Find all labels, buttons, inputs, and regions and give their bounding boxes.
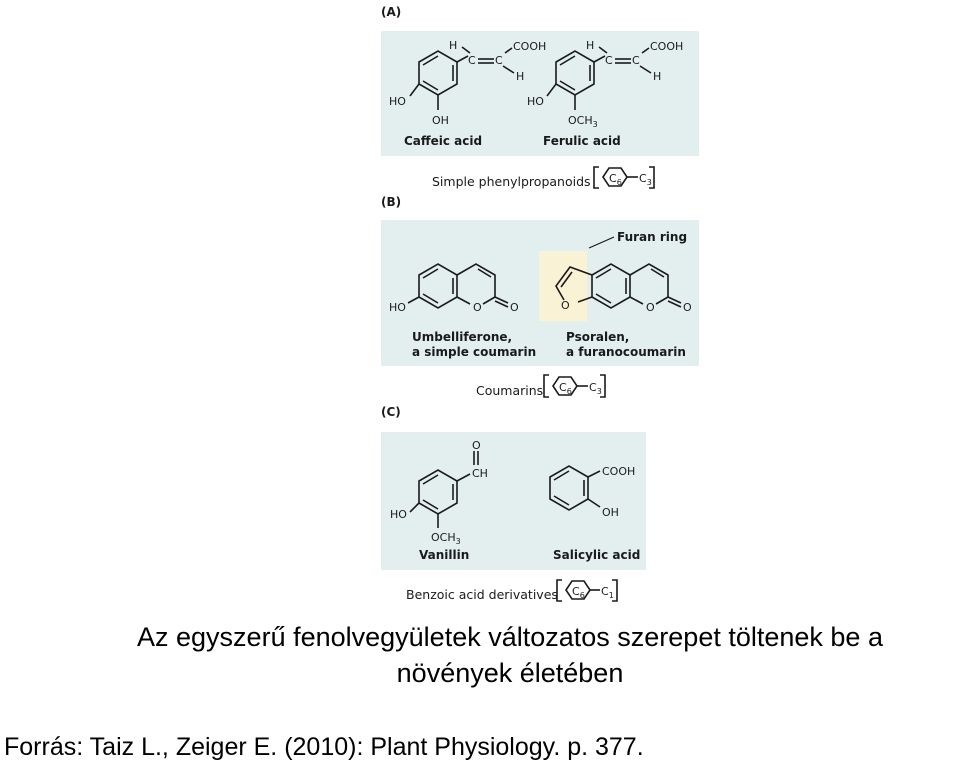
panel-c-letter: (C) xyxy=(381,405,401,419)
psoralen-name-1: Psoralen, xyxy=(566,330,629,344)
panel-a-letter: (A) xyxy=(381,5,401,19)
caffeic-c2: C xyxy=(495,54,503,67)
caffeic-acid-structure: H C C COOH H HO OH Caffeic acid xyxy=(389,39,546,148)
umbelliferone-structure: HO O O Umbelliferone, a simple coumarin xyxy=(389,263,536,359)
umbelliferone-carbonyl-o: O xyxy=(510,301,519,314)
umbelliferone-ho: HO xyxy=(389,301,406,314)
vanillin-name: Vanillin xyxy=(419,548,469,562)
coumarins-label: Coumarins xyxy=(476,383,543,398)
salicylic-cooh: COOH xyxy=(602,465,635,478)
psoralen-carbonyl-o: O xyxy=(683,301,692,314)
psoralen-structure: O O O Psoralen, a furanocoumarin xyxy=(555,263,692,359)
c6-c3-skeleton-b: C6 C3 xyxy=(543,374,606,398)
ferulic-c2: C xyxy=(632,54,640,67)
c6-c3-skeleton-a: C6 C3 xyxy=(593,166,655,189)
ferulic-acid-structure: H C C COOH H HO OCH3 Ferulic acid xyxy=(527,39,683,148)
caffeic-c1: C xyxy=(468,54,476,67)
vanillin-och3: OCH3 xyxy=(431,531,461,546)
phenylpropanoids-label: Simple phenylpropanoids xyxy=(432,174,591,189)
umbelliferone-name-1: Umbelliferone, xyxy=(412,330,512,344)
umbelliferone-name-2: a simple coumarin xyxy=(412,345,536,359)
caffeic-cooh: COOH xyxy=(513,40,546,53)
salicylic-acid-structure: COOH OH Salicylic acid xyxy=(549,465,640,562)
caption-line-1: Az egyszerű fenolvegyületek változatos s… xyxy=(137,622,883,652)
furan-ring-label: Furan ring xyxy=(617,230,687,244)
ferulic-c1: C xyxy=(605,54,613,67)
furan-ring-pointer xyxy=(588,236,615,249)
skeleton-c-c1: C1 xyxy=(601,585,614,600)
vanillin-ch: CH xyxy=(472,467,488,480)
vanillin-o: O xyxy=(472,439,481,452)
skeleton-a-c3: C3 xyxy=(639,172,652,187)
source-citation: Forrás: Taiz L., Zeiger E. (2010): Plant… xyxy=(4,733,644,761)
psoralen-ring-o: O xyxy=(646,301,655,314)
vanillin-structure: O CH HO OCH3 Vanillin xyxy=(390,439,488,562)
ferulic-cooh: COOH xyxy=(650,40,683,53)
psoralen-name-2: a furanocoumarin xyxy=(566,345,686,359)
ferulic-h1: H xyxy=(586,39,594,52)
caffeic-h2: H xyxy=(516,70,524,83)
salicylic-acid-name: Salicylic acid xyxy=(553,548,640,562)
skeleton-c-c6: C6 xyxy=(572,585,585,600)
furan-ring-highlight xyxy=(539,251,587,321)
ferulic-ho: HO xyxy=(527,95,544,108)
vanillin-ho: HO xyxy=(390,508,407,521)
skeleton-b-c6: C6 xyxy=(559,381,572,396)
c6-c1-skeleton-c: C6 C1 xyxy=(556,579,618,602)
ferulic-och3: OCH3 xyxy=(568,114,598,129)
ferulic-acid-name: Ferulic acid xyxy=(543,134,621,148)
psoralen-furan-o: O xyxy=(561,299,570,312)
umbelliferone-ring-o: O xyxy=(473,301,482,314)
phenolic-compounds-figure: (A) H C C COOH H HO OH Caffeic acid xyxy=(381,5,699,602)
caffeic-acid-name: Caffeic acid xyxy=(404,134,482,148)
caffeic-ho: HO xyxy=(389,95,406,108)
caption-line-2: növények életében xyxy=(396,658,624,688)
caffeic-oh: OH xyxy=(432,114,449,127)
ferulic-h2: H xyxy=(653,70,661,83)
benzoic-acid-derivatives-label: Benzoic acid derivatives xyxy=(406,587,558,602)
skeleton-a-c6: C6 xyxy=(609,172,622,187)
salicylic-oh: OH xyxy=(602,506,619,519)
skeleton-b-c3: C3 xyxy=(589,381,602,396)
caffeic-h1: H xyxy=(449,39,457,52)
panel-b-letter: (B) xyxy=(381,195,401,209)
